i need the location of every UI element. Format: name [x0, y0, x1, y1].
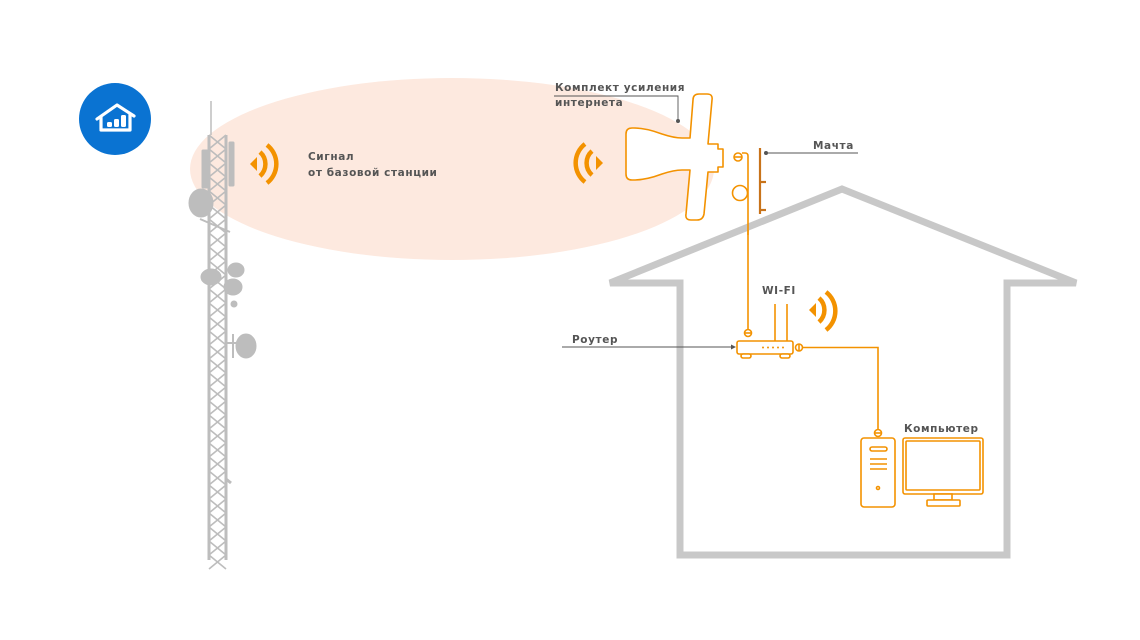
tower-signal-icon — [250, 143, 279, 185]
tower-lattice-brace — [208, 526, 227, 542]
tower-lattice-brace — [208, 232, 227, 248]
tower-lattice-brace — [208, 316, 227, 332]
tower-lattice-brace — [208, 428, 227, 444]
tower-lattice-brace — [208, 554, 227, 570]
kit-leader-dot — [676, 119, 680, 123]
home-signal-badge — [79, 83, 151, 155]
home-signal-icon — [95, 103, 136, 132]
wifi-signal-icon — [809, 290, 838, 332]
tower-lattice-brace — [208, 414, 227, 430]
tower-lattice-brace — [208, 330, 227, 346]
tower-lattice-brace — [208, 540, 227, 556]
mast-icon — [758, 148, 766, 214]
tower-lattice-brace — [208, 386, 227, 402]
kit-label-line2: интернета — [555, 97, 623, 109]
tower-lattice-brace — [208, 246, 227, 262]
incoming-signal-icon — [573, 142, 603, 184]
router-label: Роутер — [572, 334, 618, 346]
tower-lattice-brace — [208, 148, 227, 164]
wifi-label: WI-FI — [762, 285, 796, 297]
tower-lattice-brace — [208, 400, 227, 416]
cell-tower-icon — [188, 101, 257, 570]
computer-label: Компьютер — [904, 423, 979, 435]
tower-lattice-brace — [208, 302, 227, 318]
tower-lattice-brace — [208, 358, 227, 374]
signal-coverage-zone — [190, 78, 714, 260]
tower-lattice-brace — [208, 512, 227, 528]
tower-lattice-brace — [208, 162, 227, 178]
lan-cable — [803, 346, 879, 429]
tower-signal-label-line2: от базовой станции — [308, 167, 438, 179]
kit-label-line1: Комплект усиления — [555, 82, 685, 94]
router-leader-arrow — [731, 344, 736, 350]
leader-lines — [554, 95, 858, 348]
tower-lattice-brace — [208, 176, 227, 192]
mast-leader-dot — [764, 151, 768, 155]
tower-lattice-brace — [208, 442, 227, 458]
tower-lattice-brace — [208, 484, 227, 500]
house-outline — [608, 185, 1078, 559]
tower-lattice-brace — [208, 456, 227, 472]
tower-lattice-brace — [208, 288, 227, 304]
tower-signal-label-line1: Сигнал — [308, 151, 354, 163]
tower-lattice-brace — [208, 470, 227, 486]
antenna-icon — [625, 93, 749, 235]
router-icon — [736, 304, 804, 359]
desktop-computer-icon — [860, 428, 984, 508]
tower-lattice-brace — [208, 344, 227, 360]
mast-label: Мачта — [813, 140, 854, 152]
tower-lattice-brace — [208, 134, 227, 150]
tower-lattice-brace — [208, 372, 227, 388]
tower-lattice-brace — [208, 204, 227, 220]
tower-lattice-brace — [208, 498, 227, 514]
